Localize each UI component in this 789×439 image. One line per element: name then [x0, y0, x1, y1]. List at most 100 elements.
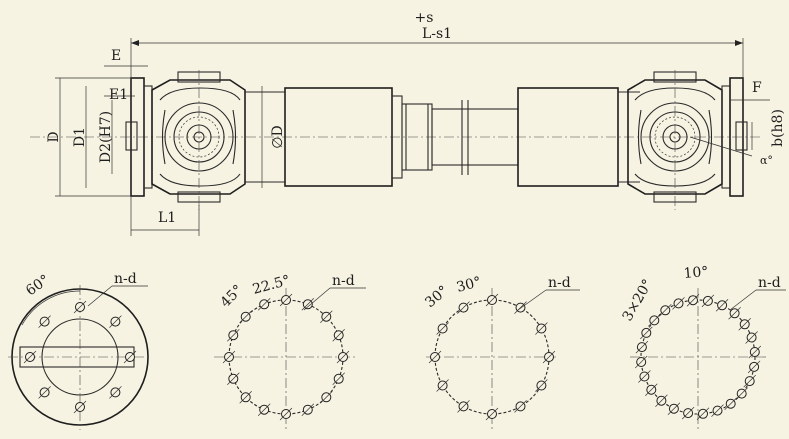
d2-label: D2(H7) [98, 111, 114, 163]
bolt-hole-mark [109, 386, 122, 399]
e-label: E [111, 48, 121, 64]
right-flange [729, 77, 744, 197]
bolt-hole-mark [542, 350, 556, 364]
bolt-hole-mark [257, 298, 271, 311]
bolt-hole-mark [239, 391, 252, 404]
d1-label: D1 [72, 127, 88, 147]
l-s1-label: L-s1 [422, 26, 452, 42]
bolt-hole-mark [724, 397, 737, 410]
bolt-hole-mark [686, 293, 700, 307]
right-cross-side-a [637, 109, 642, 165]
p2-nd-label: n-d [332, 273, 355, 289]
bolt-hole-mark [23, 350, 37, 364]
f-label: F [752, 80, 762, 96]
p3-angle-b: 30° [455, 274, 483, 296]
flange-pattern-2: 45° 22.5° n-d [214, 273, 366, 432]
bolt-hole-mark [645, 383, 658, 396]
b-label: b(h8) [770, 109, 786, 147]
hole-group [634, 293, 762, 421]
bolt-hole-mark [667, 402, 681, 415]
bolt-hole-mark [728, 307, 741, 320]
bolt-hole-mark [239, 310, 252, 323]
bolt-hole-mark [711, 404, 724, 417]
bolt-hole-mark [648, 314, 661, 327]
dimensions: +s L-s1 E E1 D D1 D2(H7) ∅D L1 F b(h8) [46, 10, 786, 236]
bolt-hole-mark [279, 293, 293, 307]
bolt-hole-mark [320, 310, 333, 323]
cardan-shaft-side-view [30, 70, 760, 210]
bolt-hole-mark [745, 331, 758, 344]
arrow [131, 40, 139, 46]
bolt-hole-mark [436, 322, 449, 335]
bolt-hole-mark [701, 294, 715, 308]
bolt-hole-mark [640, 326, 653, 340]
bolt-hole-mark [638, 370, 651, 383]
bolt-hole-mark [514, 400, 527, 413]
left-cross-side-b [232, 109, 237, 165]
p4-angle-a: 3×20° [620, 277, 657, 324]
l1-label: L1 [158, 210, 176, 226]
hole-group [222, 293, 350, 421]
bolt-hole-mark [279, 407, 293, 421]
bolt-hole-mark [485, 407, 499, 421]
bolt-hole-mark [748, 345, 762, 359]
p1-nd-label: n-d [114, 271, 137, 287]
bolt-hole-mark [222, 350, 236, 364]
left-needle-ring [178, 116, 220, 158]
flange-pattern-3: 30° 30° n-d [422, 274, 580, 432]
p3-angle-a: 30° [422, 283, 451, 311]
bolt-hole-mark [457, 400, 470, 413]
bolt-hole-mark [535, 379, 548, 392]
bolt-hole-mark [634, 355, 648, 369]
bolt-hole-mark [457, 301, 470, 314]
angle-arc [21, 290, 81, 326]
bolt-hole-mark [436, 379, 449, 392]
left-yoke [151, 79, 246, 195]
bolt-hole-mark [735, 387, 748, 400]
bolt-hole-mark [123, 350, 137, 364]
alpha-angle-line [689, 136, 753, 157]
left-yoke-arc-top [159, 87, 241, 101]
bolt-hole-mark [336, 350, 350, 364]
bolt-hole-mark [738, 318, 751, 331]
bolt-hole-mark [743, 374, 756, 388]
d-label: D [46, 131, 62, 142]
right-key [735, 121, 748, 151]
leader [303, 287, 331, 311]
bolt-hole-mark [715, 299, 729, 312]
e1-label: E1 [109, 87, 128, 103]
bolt-hole-mark [320, 391, 333, 404]
bolt-hole-mark [301, 403, 315, 416]
right-cross-side-b [708, 109, 713, 165]
bolt-hole-mark [747, 360, 761, 374]
p1-angle-label: 60° [23, 272, 53, 299]
bolt-hole-mark [535, 322, 548, 335]
leader [729, 289, 757, 311]
flange-pattern-4: 3×20° 10° n-d [620, 264, 786, 432]
bolt-hole-mark [73, 300, 87, 314]
bolt-hole-mark [227, 328, 240, 342]
bolt-hole-mark [514, 301, 527, 314]
left-cross-side-a [161, 109, 166, 165]
bolt-hole-mark [227, 372, 240, 386]
leader [87, 285, 113, 307]
p4-angle-b: 10° [683, 264, 709, 282]
bolt-hole-mark [635, 340, 649, 354]
arrow [735, 40, 743, 46]
alpha-label: α° [760, 154, 773, 167]
right-needle-ring [654, 116, 696, 158]
right-tube [517, 87, 619, 187]
bolt-hole-mark [672, 297, 685, 310]
bolt-hole-mark [38, 315, 51, 328]
bolt-hole-mark [655, 394, 668, 407]
bolt-hole-mark [681, 406, 695, 420]
left-key [125, 121, 138, 151]
bolt-hole-mark [257, 403, 271, 416]
bolt-hole-mark [109, 315, 122, 328]
left-yoke-arc-bottom [159, 173, 241, 187]
bolt-hole-mark [659, 304, 672, 317]
bolt-hole-mark [332, 372, 345, 386]
bolt-hole-mark [38, 386, 51, 399]
flange-pattern-1: 60° n-d [8, 271, 152, 430]
